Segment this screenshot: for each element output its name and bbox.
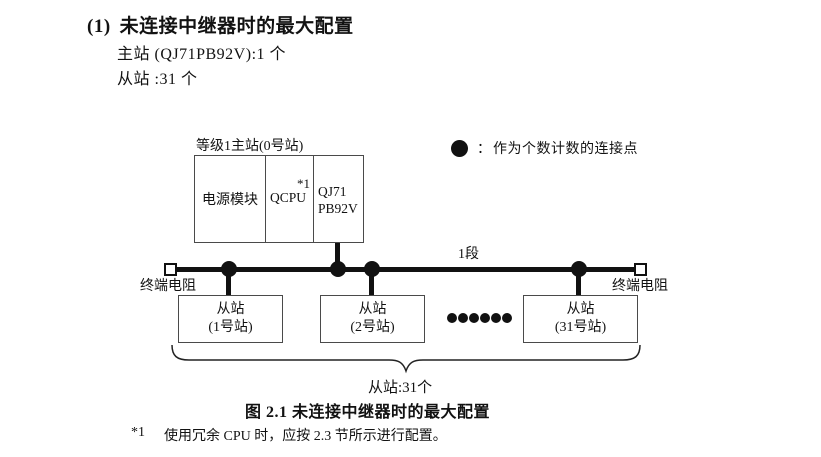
connection-point-legend-icon	[451, 139, 468, 157]
legend: ： 作为个数计数的连接点	[451, 138, 638, 158]
terminating-resistor-right-icon	[634, 263, 647, 276]
section-heading: (1) 未连接中继器时的最大配置	[87, 11, 354, 38]
brace-span-slaves	[171, 345, 641, 374]
segment-label: 1段	[458, 247, 479, 262]
terminating-resistor-right-label: 终端电阻	[612, 279, 668, 294]
master-station-box: 电源模块 *1 QCPU QJ71 PB92V	[194, 155, 364, 243]
legend-text: 作为个数计数的连接点	[493, 142, 638, 157]
slave-station-name: 从站	[216, 302, 245, 317]
slave-station-number: (31号站)	[554, 320, 607, 335]
ellipsis-dot	[458, 313, 468, 323]
section-number: (1)	[87, 16, 111, 37]
slave-station-name: 从站	[566, 302, 595, 317]
legend-separator: ：	[477, 142, 491, 157]
section-title: 未连接中继器时的最大配置	[119, 16, 354, 37]
slave-total-label: 从站:31个	[368, 380, 433, 396]
network-module-line1: QJ71	[318, 184, 347, 199]
slave-station-name: 从站	[358, 302, 387, 317]
connection-point-dot	[571, 261, 587, 277]
footnote-marker: *1	[131, 425, 145, 440]
figure-caption: 图 2.1 未连接中继器时的最大配置	[245, 404, 491, 421]
slave-station-2-box: 从站 (2号站)	[320, 295, 425, 343]
connection-point-dot	[221, 261, 237, 277]
master-drop-line	[335, 243, 340, 268]
ellipsis-dot	[447, 313, 457, 323]
ellipsis-dot	[491, 313, 501, 323]
spec-slave-count: 从站 :31 个	[117, 71, 198, 88]
cpu-footnote-marker: *1	[297, 176, 310, 191]
network-module-line2: PB92V	[318, 201, 358, 216]
power-module-cell: 电源模块	[195, 156, 266, 242]
connection-point-dot	[364, 261, 380, 277]
power-module-label: 电源模块	[202, 193, 258, 208]
master-station-label: 等级1主站(0号站)	[196, 139, 304, 154]
network-module-cell: QJ71 PB92V	[314, 156, 363, 242]
slave1-drop-line	[226, 271, 231, 295]
ellipsis-dot	[480, 313, 490, 323]
spec-master-count: 主站 (QJ71PB92V):1 个	[117, 46, 287, 63]
slave2-drop-line	[369, 271, 374, 295]
cpu-label: QCPU	[270, 190, 307, 205]
bus-line	[176, 267, 636, 272]
cpu-cell: *1 QCPU	[266, 156, 314, 242]
terminating-resistor-left-label: 终端电阻	[140, 279, 196, 294]
ellipsis-dot	[502, 313, 512, 323]
slave-station-31-box: 从站 (31号站)	[523, 295, 638, 343]
ellipsis-dots	[447, 313, 512, 323]
slave-station-number: (1号站)	[208, 320, 253, 335]
connection-point-dot	[330, 261, 346, 277]
footnote: *1 使用冗余 CPU 时，应按 2.3 节所示进行配置。	[131, 425, 447, 445]
slave-station-1-box: 从站 (1号站)	[178, 295, 283, 343]
ellipsis-dot	[469, 313, 479, 323]
terminating-resistor-left-icon	[164, 263, 177, 276]
slave-station-number: (2号站)	[350, 320, 395, 335]
footnote-text: 使用冗余 CPU 时，应按 2.3 节所示进行配置。	[164, 429, 447, 444]
slave31-drop-line	[576, 271, 581, 295]
